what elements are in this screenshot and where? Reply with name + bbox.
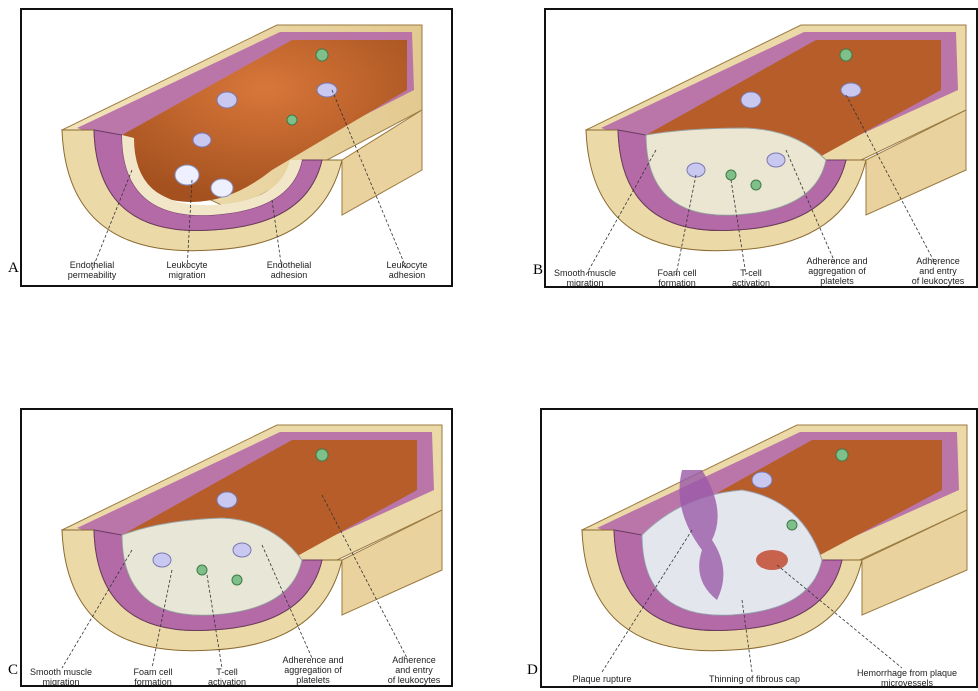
panel-a: Endothelial permeability Leukocyte migra… xyxy=(20,8,453,287)
artery-illustration-a xyxy=(22,10,453,287)
callout-t-cell-activation: T-cell activation xyxy=(192,667,262,687)
panel-b: Smooth muscle migration Foam cell format… xyxy=(544,8,978,288)
callout-foam-cell-formation: Foam cell formation xyxy=(118,667,188,687)
callout-thinning-fibrous-cap: Thinning of fibrous cap xyxy=(687,674,822,684)
callout-leukocyte-entry: Adherence and entry of leukocytes xyxy=(896,256,978,286)
callout-plaque-rupture: Plaque rupture xyxy=(552,674,652,684)
artery-illustration-b xyxy=(546,10,978,288)
callout-platelet-aggregation: Adherence and aggregation of platelets xyxy=(791,256,883,286)
callout-leukocyte-entry: Adherence and entry of leukocytes xyxy=(372,655,453,685)
callout-endothelial-adhesion: Endothelial adhesion xyxy=(244,260,334,280)
callout-leukocyte-adhesion: Leukocyte adhesion xyxy=(362,260,452,280)
panel-label-a: A xyxy=(8,260,19,277)
panel-d: Plaque rupture Thinning of fibrous cap H… xyxy=(540,408,978,688)
callout-hemorrhage-microvessels: Hemorrhage from plaque microvessels xyxy=(834,668,978,688)
panel-c: Smooth muscle migration Foam cell format… xyxy=(20,408,453,687)
panel-label-b: B xyxy=(533,262,543,279)
callout-foam-cell-formation: Foam cell formation xyxy=(642,268,712,288)
panel-label-d: D xyxy=(527,662,538,679)
callout-smooth-muscle-migration: Smooth muscle migration xyxy=(20,667,104,687)
artery-illustration-d xyxy=(542,410,978,688)
artery-illustration-c xyxy=(22,410,453,687)
callout-platelet-aggregation: Adherence and aggregation of platelets xyxy=(267,655,359,685)
panel-label-c: C xyxy=(8,662,18,679)
callout-t-cell-activation: T-cell activation xyxy=(716,268,786,288)
callout-endothelial-permeability: Endothelial permeability xyxy=(42,260,142,280)
callout-leukocyte-migration: Leukocyte migration xyxy=(142,260,232,280)
callout-smooth-muscle-migration: Smooth muscle migration xyxy=(544,268,628,288)
